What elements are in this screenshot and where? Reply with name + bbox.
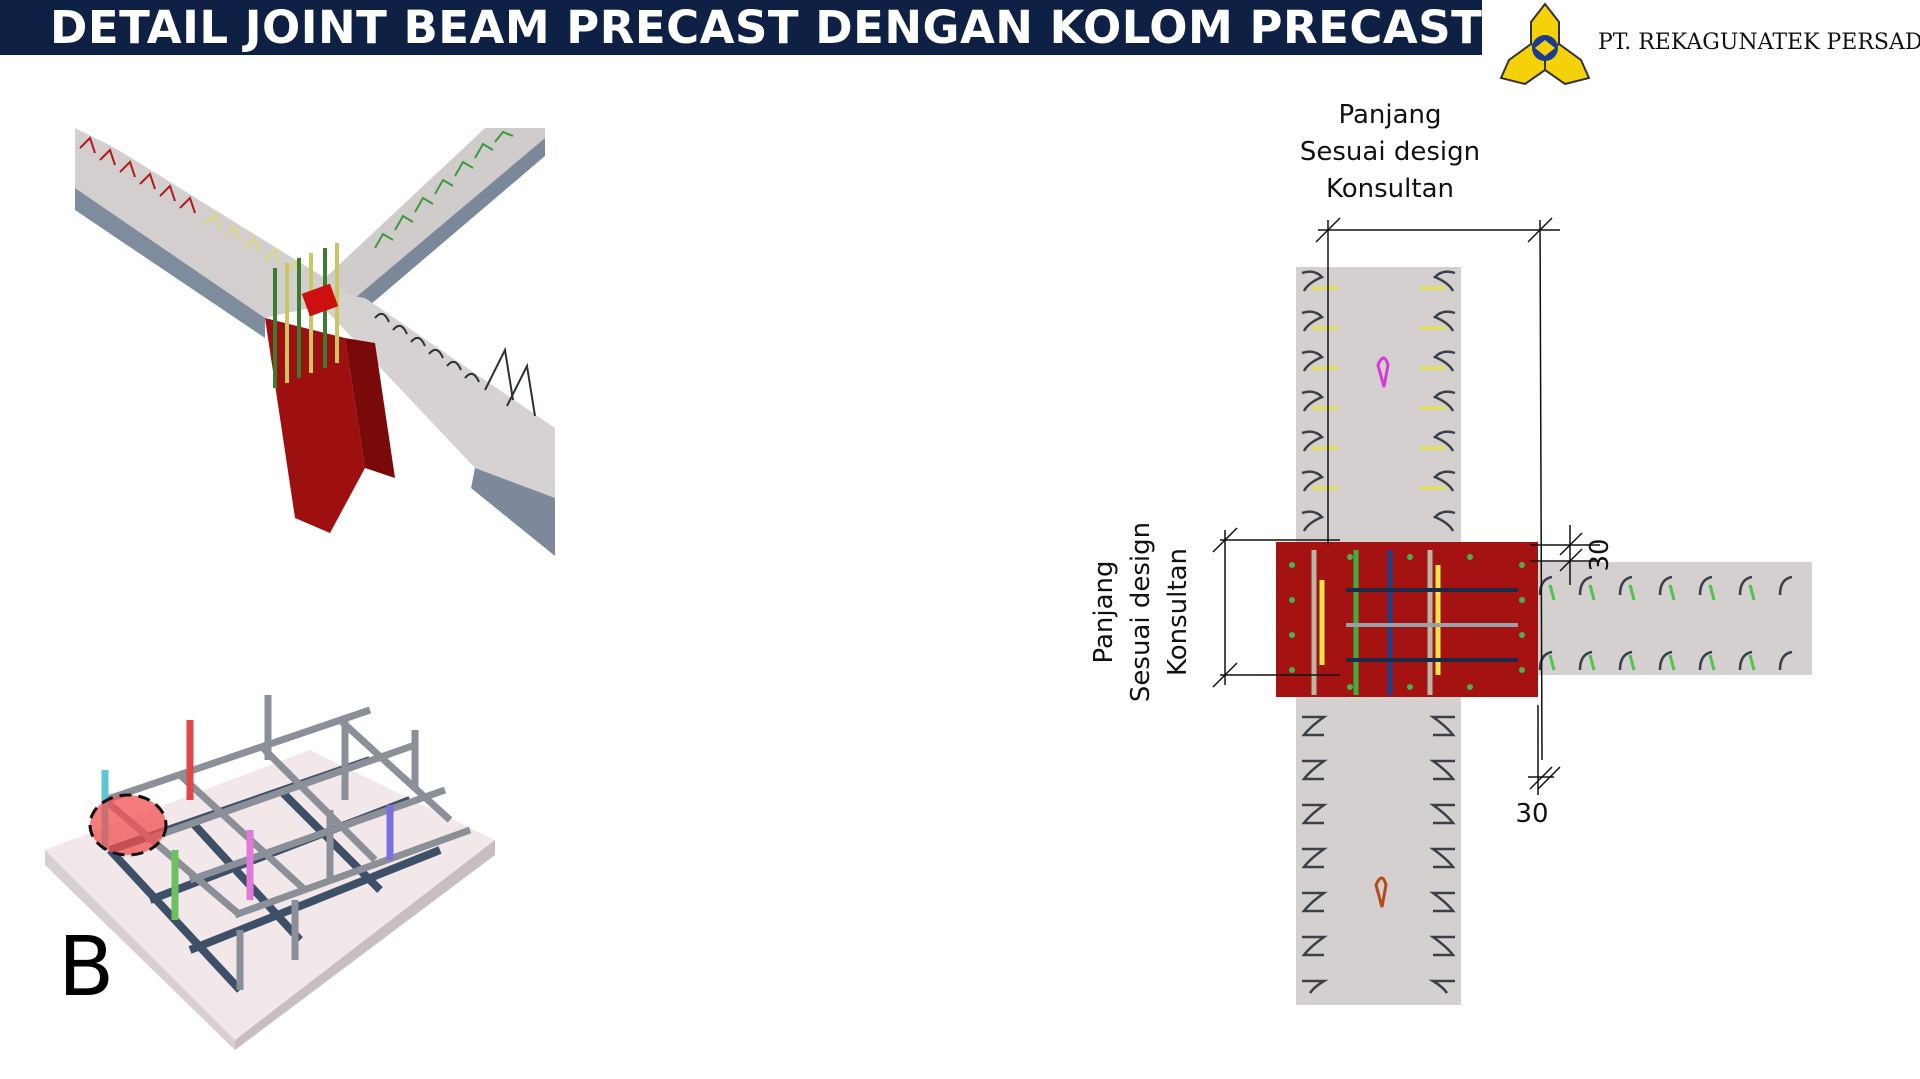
dim-left-line2: Sesuai design [1126, 522, 1156, 702]
beam-column-joint-3d-icon [75, 128, 555, 556]
company-logo-icon [1495, 0, 1595, 92]
dim-left-line1: Panjang [1089, 560, 1119, 663]
rebar-grid-3d-view: B [40, 690, 500, 1050]
beam-column-joint-3d-view [75, 128, 560, 568]
dim-bottom-right: 30 [1515, 799, 1548, 829]
rebar-grid-3d-icon: B [45, 695, 495, 1050]
joint-plan-detail: Panjang Sesuai design Konsultan Panjang … [1060, 95, 1820, 1025]
dim-left-line3: Konsultan [1163, 548, 1193, 676]
dim-top-line1: Panjang [1338, 100, 1441, 130]
page-title: DETAIL JOINT BEAM PRECAST DENGAN KOLOM P… [50, 1, 1483, 54]
beam-top [1296, 267, 1461, 542]
company-name: PT. REKAGUNATEK PERSADA [1598, 30, 1920, 55]
beam-bottom [1296, 697, 1461, 1005]
dim-top-line3: Konsultan [1326, 174, 1454, 204]
view-label-b: B [58, 920, 114, 1015]
dim-right-top: 30 [1585, 538, 1615, 571]
title-bar: DETAIL JOINT BEAM PRECAST DENGAN KOLOM P… [0, 0, 1482, 55]
dim-top-line2: Sesuai design [1300, 137, 1480, 167]
